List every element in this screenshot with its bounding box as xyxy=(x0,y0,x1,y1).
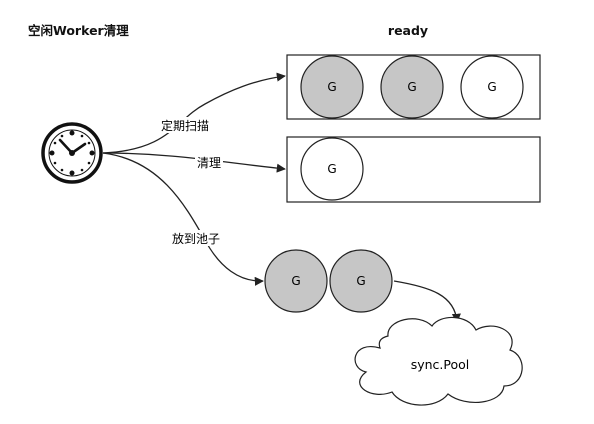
sync-pool-cloud xyxy=(354,316,523,406)
cleanup-queue-goroutine: G xyxy=(300,137,364,201)
ready-queue-goroutine: G xyxy=(300,55,364,119)
edge-to-pool xyxy=(102,152,264,286)
edge-label-to-pool: 放到池子 xyxy=(172,231,220,246)
goroutine-label: G xyxy=(291,274,300,288)
goroutine-circle xyxy=(460,55,524,119)
edge-clean xyxy=(102,152,286,173)
pooled-goroutine: G xyxy=(264,249,328,313)
goroutine-label: G xyxy=(327,80,336,94)
goroutine-circle xyxy=(329,249,393,313)
ready-label: ready xyxy=(388,23,428,38)
clock-icon xyxy=(41,122,103,184)
goroutine-label: G xyxy=(356,274,365,288)
pooled-goroutine: G xyxy=(329,249,393,313)
goroutine-label: G xyxy=(487,80,496,94)
edge-label-clean: 清理 xyxy=(197,156,221,170)
goroutine-label: G xyxy=(407,80,416,94)
edge-label-scan: 定期扫描 xyxy=(161,118,209,133)
goroutine-circle xyxy=(300,55,364,119)
ready-queue-goroutine: G xyxy=(380,55,444,119)
goroutine-circle xyxy=(300,137,364,201)
goroutine-label: G xyxy=(327,162,336,176)
ready-queue-goroutine: G xyxy=(460,55,524,119)
edge-scan xyxy=(102,72,286,154)
goroutine-circle xyxy=(264,249,328,313)
sync-pool-label: sync.Pool xyxy=(411,357,470,372)
diagram-title: 空闲Worker清理 xyxy=(28,23,129,38)
edge-into-pool xyxy=(393,280,461,323)
goroutine-circle xyxy=(380,55,444,119)
